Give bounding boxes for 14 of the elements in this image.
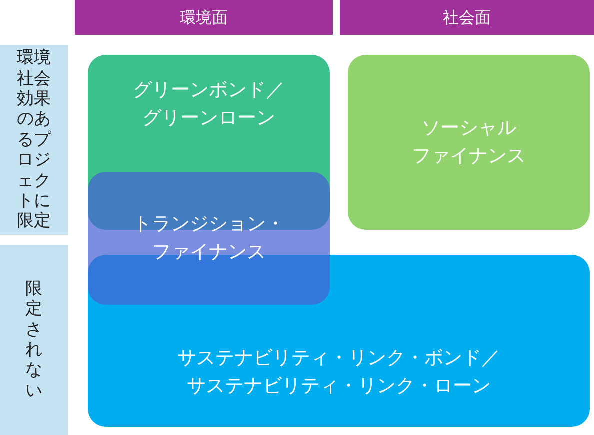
category-label: ソーシャルファイナンス bbox=[412, 116, 526, 168]
category-label: トランジション・ファイナンス bbox=[133, 212, 285, 264]
category-box bbox=[348, 55, 590, 230]
row-header-band bbox=[0, 45, 68, 235]
row-header: 限定されない bbox=[26, 278, 42, 402]
row-header: 環境社会効果のあるプロジェクトに限定 bbox=[17, 48, 51, 232]
overlap-box bbox=[88, 172, 330, 305]
row-header-band bbox=[0, 245, 68, 435]
column-header-band bbox=[340, 0, 594, 35]
category-label: サステナビリティ・リンク・ボンド／サステナビリティ・リンク・ローン bbox=[178, 346, 500, 399]
column-header-band bbox=[75, 0, 333, 35]
column-header: 環境面 bbox=[180, 6, 228, 29]
category-label: グリーンボンド／グリーンローン bbox=[133, 78, 285, 130]
column-header: 社会面 bbox=[443, 6, 491, 29]
